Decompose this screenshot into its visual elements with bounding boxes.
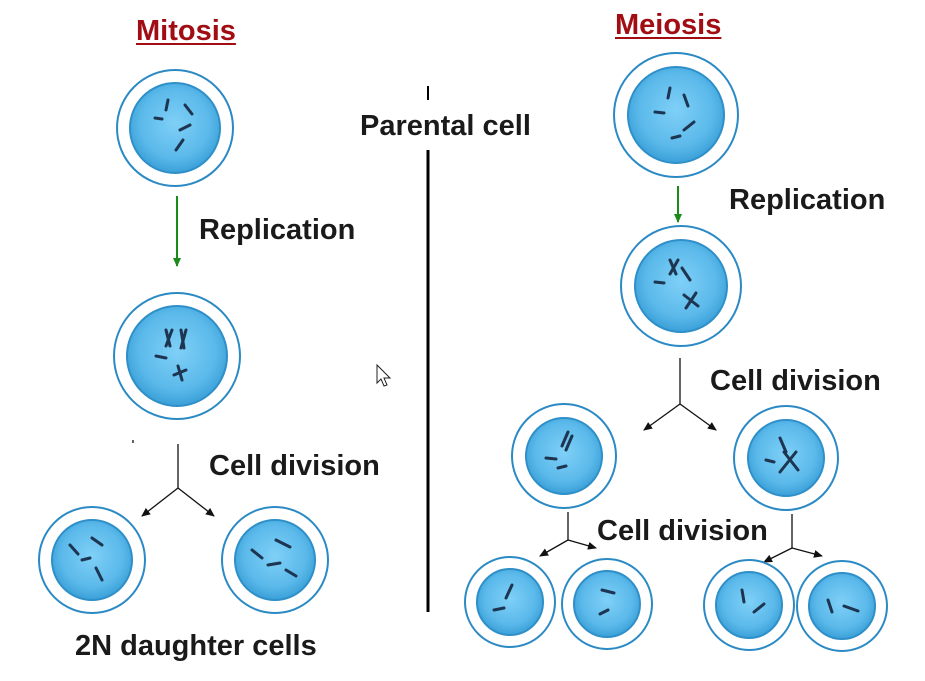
meiosis-gamete-cell-3	[703, 559, 795, 651]
chromosomes	[153, 98, 194, 152]
mitosis-division-label: Cell division	[209, 450, 380, 482]
meiosis-gamete-cell-1	[464, 556, 556, 648]
parental-cell-label: Parental cell	[360, 110, 531, 142]
meiosis-intermediate-cell-2	[733, 405, 839, 511]
chromosomes	[764, 436, 800, 474]
chromosomes	[653, 86, 696, 140]
meiosis-replication-label: Replication	[729, 184, 886, 216]
meiosis-title: Meiosis	[615, 9, 722, 41]
meiosis-division1-label: Cell division	[710, 365, 881, 397]
chromosomes	[250, 538, 298, 578]
mitosis-parental-cell	[116, 69, 234, 187]
mitosis-title: Mitosis	[136, 15, 236, 47]
meiosis-intermediate-cell-1	[511, 403, 617, 509]
mitosis-daughter-cell-1	[38, 506, 146, 614]
chromosomes	[154, 328, 188, 382]
chromosomes	[544, 430, 574, 470]
meiosis-parental-cell	[613, 52, 739, 178]
mitosis-division-arrows	[132, 440, 215, 517]
meiosis-gamete-cell-4	[796, 560, 888, 652]
meiosis-gamete-cell-2	[561, 558, 653, 650]
mouse-pointer-icon	[376, 363, 392, 387]
meiosis-replicated-cell	[620, 225, 742, 347]
daughter-cells-label: 2N daughter cells	[75, 630, 317, 662]
mitosis-replicated-cell	[113, 292, 241, 420]
mitosis-daughter-cell-2	[221, 506, 329, 614]
chromosomes	[68, 536, 104, 582]
chromosomes	[598, 588, 616, 616]
meiosis-division1-arrows	[643, 358, 717, 431]
meiosis-division2-arrows	[539, 512, 823, 563]
meiosis-division2-label: Cell division	[597, 515, 768, 547]
chromosomes	[492, 583, 514, 612]
chromosomes	[653, 258, 700, 310]
chromosomes	[826, 598, 860, 614]
mitosis-replication-label: Replication	[199, 214, 356, 246]
chromosomes	[740, 588, 766, 614]
